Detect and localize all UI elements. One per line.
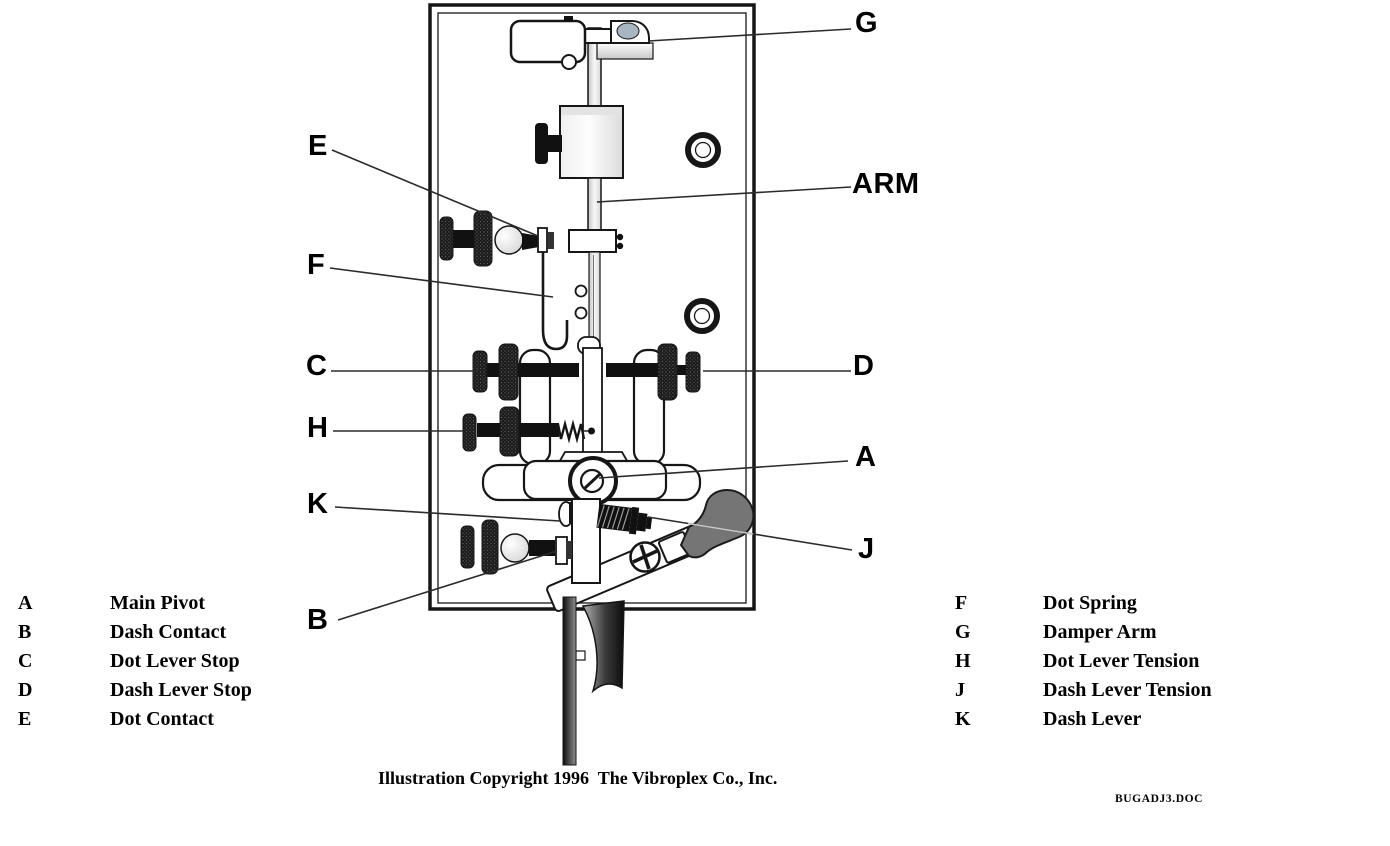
dot-paddle [562, 596, 625, 766]
leader-G [647, 28, 852, 42]
callout-C: C [306, 350, 328, 382]
legend-key: A [18, 592, 33, 614]
legend-name: Dash Lever Stop [110, 679, 252, 701]
callout-J: J [858, 533, 875, 565]
main-pivot [568, 456, 618, 506]
mounting-hole-top [685, 132, 721, 168]
callout-ARM: ARM [852, 168, 920, 200]
damper-assembly [509, 16, 654, 70]
leader-ARM [596, 186, 852, 203]
callout-B: B [307, 604, 329, 636]
arm-collar [568, 229, 624, 253]
legend-left: A Main Pivot B Dash Contact C Dot Lever Sto… [18, 589, 252, 734]
dash-lever-stop-screw [606, 343, 701, 401]
arm-mid [587, 177, 602, 234]
dot-lever-tension-screw [462, 406, 595, 457]
leader-F [329, 267, 554, 298]
leader-K [334, 506, 561, 522]
lever-bar [571, 498, 601, 584]
callout-D: D [853, 350, 875, 382]
legend-item: A Main Pivot [18, 589, 252, 618]
legend-key: B [18, 621, 32, 643]
legend-name: Dash Contact [110, 621, 227, 643]
legend-item: C Dot Lever Stop [18, 647, 252, 676]
callout-E: E [308, 130, 328, 162]
dot-contact-assembly [439, 210, 554, 267]
leader-B [337, 550, 558, 621]
leader-A [598, 460, 849, 479]
callout-H: H [307, 412, 329, 444]
arm-center-post [582, 347, 603, 457]
damper-wheel [616, 22, 640, 40]
copyright-line: Illustration Copyright 1996 The Vibrople… [378, 768, 778, 788]
legend-name: Damper Arm [1043, 621, 1157, 643]
dash-knob [679, 488, 755, 559]
legend-name: Dash Lever Tension [1043, 679, 1212, 701]
legend-name: Dot Contact [110, 708, 214, 730]
legend-item: F Dot Spring [955, 589, 1212, 618]
lever-extension [562, 596, 577, 766]
legend-name: Dash Lever [1043, 708, 1142, 730]
legend-item: B Dash Contact [18, 618, 252, 647]
callout-A: A [855, 441, 877, 473]
legend-key: C [18, 650, 33, 672]
dot-lever-stop-screw [472, 343, 579, 401]
legend-item: D Dash Lever Stop [18, 676, 252, 705]
legend-name: Dot Lever Stop [110, 650, 240, 672]
legend-right: F Dot Spring G Damper Arm H Dot Lever Tensi… [955, 589, 1212, 734]
damper-frame [509, 19, 587, 64]
dash-contact-assembly [460, 519, 572, 575]
leader-E [331, 149, 539, 237]
legend-item: E Dot Contact [18, 705, 252, 734]
legend-name: Dot Lever Tension [1043, 650, 1200, 672]
legend-key: K [955, 708, 971, 730]
legend-item: G Damper Arm [955, 618, 1212, 647]
callout-K: K [307, 488, 329, 520]
legend-key: F [955, 592, 968, 614]
dash-lever [546, 523, 709, 612]
legend-key: J [955, 679, 965, 701]
legend-item: H Dot Lever Tension [955, 647, 1212, 676]
dot-spring [541, 252, 588, 351]
legend-key: H [955, 650, 971, 672]
legend-item: K Dash Lever [955, 705, 1212, 734]
legend-key: E [18, 708, 32, 730]
legend-key: G [955, 621, 971, 643]
document-filename: BUGADJ3.DOC [1115, 793, 1204, 805]
dash-lever-tension-spring [596, 503, 653, 535]
weight-thumbscrew [535, 123, 548, 164]
mounting-hole-mid [684, 298, 720, 334]
legend-key: D [18, 679, 33, 701]
leader-lines [329, 28, 853, 621]
legend-name: Main Pivot [110, 592, 205, 614]
callout-F: F [307, 249, 326, 281]
legend-name: Dot Spring [1043, 592, 1137, 614]
callout-G: G [855, 7, 879, 39]
legend-item: J Dash Lever Tension [955, 676, 1212, 705]
speed-weight [535, 105, 624, 179]
